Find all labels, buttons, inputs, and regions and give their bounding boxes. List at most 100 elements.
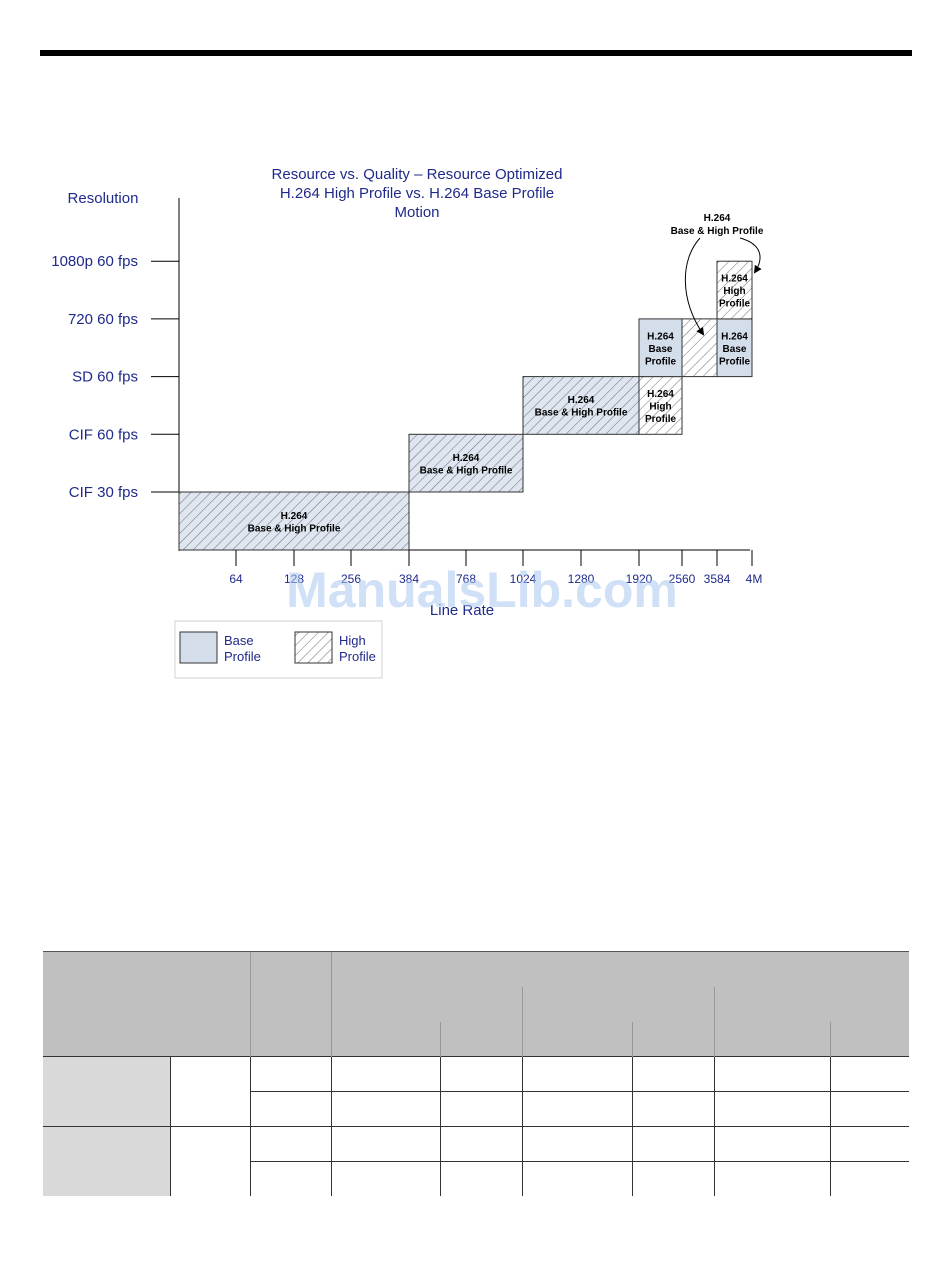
chart-title-line: Resource vs. Quality – Resource Optimize… (272, 166, 563, 183)
table-cell (43, 1056, 170, 1127)
chart-title-line: H.264 High Profile vs. H.264 Base Profil… (280, 185, 554, 202)
profile-block-label: H.264 (647, 331, 674, 342)
table-cell (631, 1161, 714, 1196)
legend-swatch-base (179, 631, 218, 664)
table-header-cell (631, 1021, 714, 1057)
profile-block-rect (638, 318, 683, 378)
chart-title: Resource vs. Quality – Resource Optimize… (272, 166, 563, 221)
resource-quality-chart: Resource vs. Quality – Resource Optimize… (51, 166, 764, 679)
profile-block-label: High (723, 286, 745, 297)
legend: Base Profile High Profile (174, 620, 383, 679)
table-row (43, 1056, 909, 1127)
table-header-cell (330, 1021, 440, 1057)
x-tick-label: 128 (284, 572, 304, 586)
table-header-cell (829, 1021, 909, 1057)
table-cell (521, 1161, 632, 1196)
table-cell (439, 1091, 522, 1127)
table-cell (249, 1126, 331, 1162)
profile-block-label: H.264 (281, 511, 308, 522)
table-header-row (43, 951, 909, 1057)
table-cell (330, 1161, 440, 1196)
table-cell (439, 1056, 522, 1092)
y-level-label: 1080p 60 fps (51, 253, 138, 270)
table-header-cell (439, 1021, 522, 1057)
legend-swatch-high (294, 631, 333, 664)
top-rule (40, 50, 912, 56)
profile-block-label: H.264 (647, 389, 674, 400)
table-cell (829, 1091, 909, 1127)
profile-block-label: Profile (719, 299, 751, 310)
table-cell (829, 1161, 909, 1196)
profile-block-rect (408, 433, 524, 493)
profile-block-rect (716, 318, 753, 378)
y-level-label: 720 60 fps (68, 311, 138, 328)
table-cell (521, 1126, 632, 1162)
legend-label-high-line2: Profile (339, 649, 376, 664)
table-header-cell (713, 1021, 830, 1057)
x-tick-label: 2560 (669, 572, 696, 586)
y-level-label: CIF 30 fps (69, 484, 138, 501)
table-cell (713, 1091, 830, 1127)
table-header-cell (521, 1021, 632, 1057)
profile-block-label: High (649, 401, 671, 412)
watermark: ManualsLib.com (286, 562, 678, 618)
profile-block-label: Base (723, 344, 747, 355)
table-cell (43, 1126, 170, 1196)
x-tick-label: 64 (229, 572, 243, 586)
annotation-line: Base & High Profile (671, 226, 764, 237)
table-cell (439, 1126, 522, 1162)
table-header-cell (249, 951, 331, 1057)
table-cell (713, 1126, 830, 1162)
profile-block-label: H.264 (721, 274, 748, 285)
table-cell (330, 1056, 440, 1092)
table-header-cell (521, 986, 714, 1022)
table-cell (713, 1056, 830, 1092)
x-tick-label: 3584 (704, 572, 731, 586)
profile-block-label: Base & High Profile (248, 523, 341, 534)
table-header-row (43, 1021, 909, 1057)
profile-block-label: Base & High Profile (535, 408, 628, 419)
legend-label-base-line2: Profile (224, 649, 261, 664)
chart-title-line: Motion (394, 204, 439, 221)
profile-block-rect (522, 376, 640, 435)
table-cell (713, 1161, 830, 1196)
profile-block-label: H.264 (453, 453, 480, 464)
y-level-label: CIF 60 fps (69, 426, 138, 443)
x-tick-label: 384 (399, 572, 419, 586)
table-cell (330, 1126, 440, 1162)
table-row (43, 1126, 909, 1196)
x-tick-label: 4M (746, 572, 763, 586)
x-axis-label: Line Rate (430, 602, 494, 619)
table-cell (631, 1091, 714, 1127)
table-cell (249, 1161, 331, 1196)
table-cell (439, 1161, 522, 1196)
profile-block-label: Base & High Profile (420, 465, 513, 476)
table-cell (631, 1126, 714, 1162)
table-row (43, 1091, 909, 1127)
table-cell (521, 1056, 632, 1092)
table-cell (829, 1126, 909, 1162)
table-cell (330, 1091, 440, 1127)
annotation-arrow-left (684, 237, 705, 336)
profile-block-rect (716, 260, 753, 320)
x-tick-label: 768 (456, 572, 476, 586)
x-tick-label: 256 (341, 572, 361, 586)
profile-block-label: Profile (719, 356, 751, 367)
annotation-line: H.264 (704, 213, 731, 224)
table-cell (169, 1126, 250, 1196)
table-header-row (43, 986, 909, 1022)
table-cell (521, 1091, 632, 1127)
profile-block-label: Profile (645, 356, 677, 367)
profile-block-label: H.264 (568, 395, 595, 406)
x-tick-label: 1024 (510, 572, 537, 586)
table-header-cell (330, 951, 909, 987)
profile-block-rect (178, 491, 410, 551)
table-header-cell (330, 986, 522, 1022)
data-table (43, 951, 909, 1196)
